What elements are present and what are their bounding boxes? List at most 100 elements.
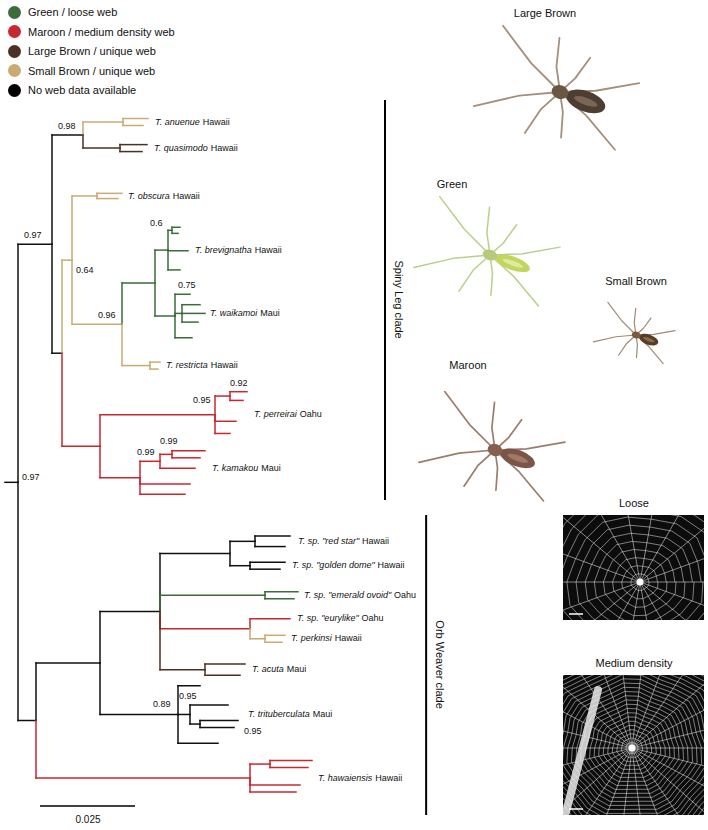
- web-spoke: [640, 582, 704, 620]
- web-photo: [372, 490, 708, 830]
- island-name: Hawaii: [375, 773, 402, 784]
- spider-abdomen: [498, 444, 537, 472]
- tree-branch: [120, 151, 142, 153]
- tree-branch: [250, 561, 285, 563]
- web-spoke: [595, 515, 640, 582]
- web-spiral: [622, 566, 658, 599]
- tree-branch: [140, 461, 160, 463]
- legend-text: No web data available: [28, 84, 136, 96]
- tree-branch: [120, 144, 147, 146]
- tree-branch: [140, 494, 185, 496]
- web-spiral: [581, 700, 684, 793]
- tree-branch: [175, 313, 182, 315]
- photo-scale-bar: [569, 808, 583, 810]
- tree-branch: [204, 670, 206, 676]
- clade-bar: [425, 515, 427, 815]
- tree-branch: [177, 686, 179, 715]
- tree-branch: [154, 283, 156, 316]
- species-name: T. hawaiensis: [318, 773, 372, 784]
- tree-branch: [230, 400, 243, 402]
- tree-branch: [100, 477, 140, 479]
- web-spiral: [594, 713, 670, 782]
- web-spiral: [563, 675, 704, 815]
- tree-branch: [172, 457, 200, 459]
- island-name: Hawaii: [173, 191, 200, 202]
- tree-branch: [99, 446, 101, 478]
- web-spiral: [563, 675, 704, 815]
- island-name: Hawaii: [203, 117, 230, 128]
- tree-branch: [5, 482, 18, 484]
- tree-branch: [122, 365, 150, 367]
- spider-leg: [608, 302, 636, 335]
- tree-branch: [189, 705, 191, 715]
- web-spoke: [640, 582, 704, 583]
- species-name: T. quasimodo: [154, 143, 208, 154]
- support-value: 0.99: [160, 436, 178, 447]
- web-spiral: [563, 675, 704, 815]
- tree-branch: [178, 685, 200, 687]
- legend-text: Maroon / medium density web: [28, 26, 175, 38]
- tree-branch: [249, 778, 251, 792]
- web-spoke: [640, 515, 704, 582]
- tree-branch: [205, 663, 245, 665]
- tree-branch: [100, 611, 160, 613]
- tree-branch: [175, 337, 192, 339]
- tree-branch: [18, 720, 36, 722]
- scale-label: 0.025: [75, 814, 100, 826]
- support-value: 0.95: [179, 691, 197, 702]
- tree-branch: [172, 227, 180, 229]
- web-spiral: [571, 692, 692, 802]
- spider-leg: [556, 38, 560, 92]
- web-spiral: [563, 675, 704, 815]
- support-value: 0.64: [76, 265, 94, 276]
- tree-branch: [83, 147, 120, 149]
- island-name: Hawaii: [362, 536, 389, 547]
- tree-branch: [250, 791, 296, 793]
- spider-abdomen: [638, 331, 660, 347]
- spider-leg: [459, 255, 490, 291]
- island-name: Hawaii: [335, 633, 362, 644]
- spider-leg: [492, 402, 495, 450]
- web-spiral: [563, 675, 704, 815]
- spider-leg: [440, 197, 490, 255]
- tree-branch: [250, 763, 270, 765]
- species-name: T. perreirai: [254, 409, 297, 420]
- tree-branch: [139, 478, 141, 495]
- web-spiral: [567, 517, 704, 620]
- clade-bar: [384, 100, 386, 500]
- web-spiral: [563, 675, 704, 815]
- tree-branch: [159, 612, 161, 670]
- scale-bar: [40, 805, 135, 807]
- tree-branch: [159, 461, 161, 468]
- tree-branch: [121, 283, 123, 324]
- web-spoke: [640, 515, 704, 582]
- spider-pattern: [502, 257, 524, 269]
- web-spiral: [563, 515, 704, 620]
- species-name: T. restricta: [166, 360, 208, 371]
- spider-leg: [487, 207, 490, 255]
- web-spiral: [563, 515, 704, 620]
- tree-branch: [265, 598, 294, 600]
- web-spiral: [563, 683, 702, 809]
- tree-branch: [172, 233, 178, 235]
- tree-branch: [200, 727, 234, 729]
- spider-leg: [525, 92, 560, 133]
- web-spoke: [640, 515, 704, 582]
- tree-branch: [255, 546, 285, 548]
- tree-branch: [100, 414, 215, 416]
- tree-branch: [140, 483, 190, 485]
- support-value: 0.97: [24, 230, 42, 241]
- island-name: Maui: [261, 463, 281, 474]
- tree-branch: [123, 118, 148, 120]
- tree-branch: [265, 635, 285, 637]
- tree-branch: [155, 249, 168, 251]
- spider-leg: [445, 392, 495, 450]
- web-spiral: [563, 515, 704, 620]
- tree-branch: [178, 714, 190, 716]
- tree-branch: [36, 777, 250, 779]
- spider-abdomen: [563, 85, 608, 118]
- support-value: 0.6: [150, 218, 163, 229]
- web-spiral: [585, 533, 694, 620]
